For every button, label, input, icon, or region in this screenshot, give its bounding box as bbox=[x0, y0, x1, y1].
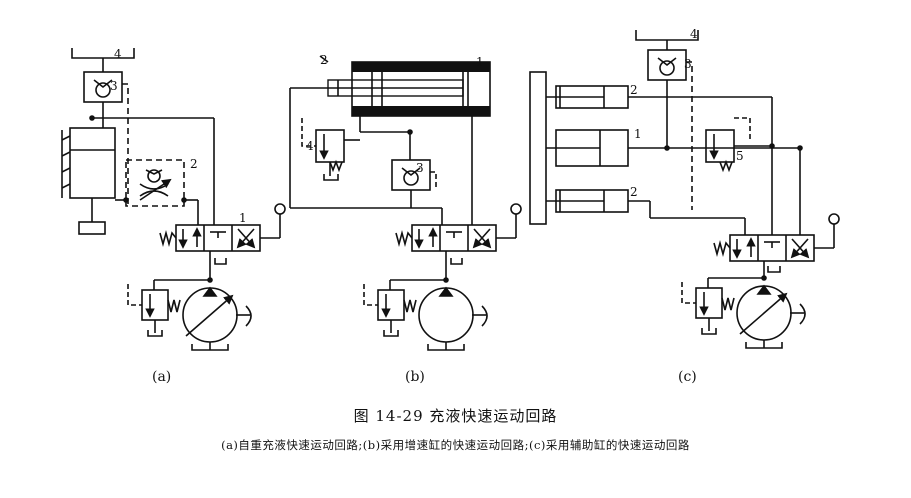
tank-4-c bbox=[635, 30, 699, 50]
panel-label-a: (a) bbox=[152, 369, 172, 385]
check-valve-3-c bbox=[647, 49, 693, 210]
ram-plate-c bbox=[529, 71, 547, 225]
aux-cylinder-top-c bbox=[546, 85, 629, 109]
label-a-1: 1 bbox=[239, 211, 247, 225]
booster-cylinder-b bbox=[319, 55, 491, 117]
directional-valve-1-a bbox=[159, 203, 286, 266]
panel-a bbox=[61, 48, 286, 351]
label-b-4: 4 bbox=[306, 139, 314, 153]
relief-valve-c bbox=[681, 275, 767, 335]
relief-valve-a bbox=[127, 266, 213, 337]
panel-label-c: (c) bbox=[678, 369, 697, 385]
label-c-2-top: 2 bbox=[630, 83, 638, 97]
relief-valve-b bbox=[363, 266, 449, 337]
label-b-2: 2 bbox=[320, 53, 328, 67]
directional-valve-c bbox=[713, 213, 840, 278]
label-b-3: 3 bbox=[416, 161, 424, 175]
label-c-5: 5 bbox=[736, 149, 744, 163]
pump-a bbox=[182, 286, 252, 351]
aux-cylinder-bottom-c bbox=[546, 189, 629, 213]
pump-b bbox=[418, 286, 488, 351]
figure-subtitle: (a)自重充液快速运动回路;(b)采用增速缸的快速运动回路;(c)采用辅助缸的快… bbox=[221, 438, 690, 452]
label-b-1: 1 bbox=[476, 55, 484, 69]
panel-b bbox=[289, 55, 522, 351]
tank-4-a bbox=[71, 48, 135, 72]
label-a-2: 2 bbox=[190, 157, 198, 171]
cylinder-a bbox=[61, 127, 116, 235]
label-c-2-bottom: 2 bbox=[630, 185, 638, 199]
sequence-valve-5-c bbox=[705, 117, 803, 173]
main-cylinder-c bbox=[546, 129, 629, 167]
figure-title: 图 14-29 充液快速运动回路 bbox=[353, 407, 558, 425]
panel-c bbox=[529, 30, 840, 349]
check-valve-3-b bbox=[391, 159, 437, 208]
label-c-4: 4 bbox=[690, 27, 698, 41]
sequence-valve-4-b bbox=[301, 118, 360, 181]
check-valve-3-a bbox=[83, 71, 129, 205]
label-a-4: 4 bbox=[114, 47, 122, 61]
label-c-1: 1 bbox=[634, 127, 642, 141]
pump-c bbox=[736, 284, 806, 349]
panel-label-b: (b) bbox=[405, 369, 425, 385]
throttle-valve-2-a bbox=[125, 159, 199, 225]
label-a-3: 3 bbox=[110, 79, 118, 93]
label-c-3: 3 bbox=[684, 57, 692, 71]
directional-valve-b bbox=[395, 203, 522, 266]
